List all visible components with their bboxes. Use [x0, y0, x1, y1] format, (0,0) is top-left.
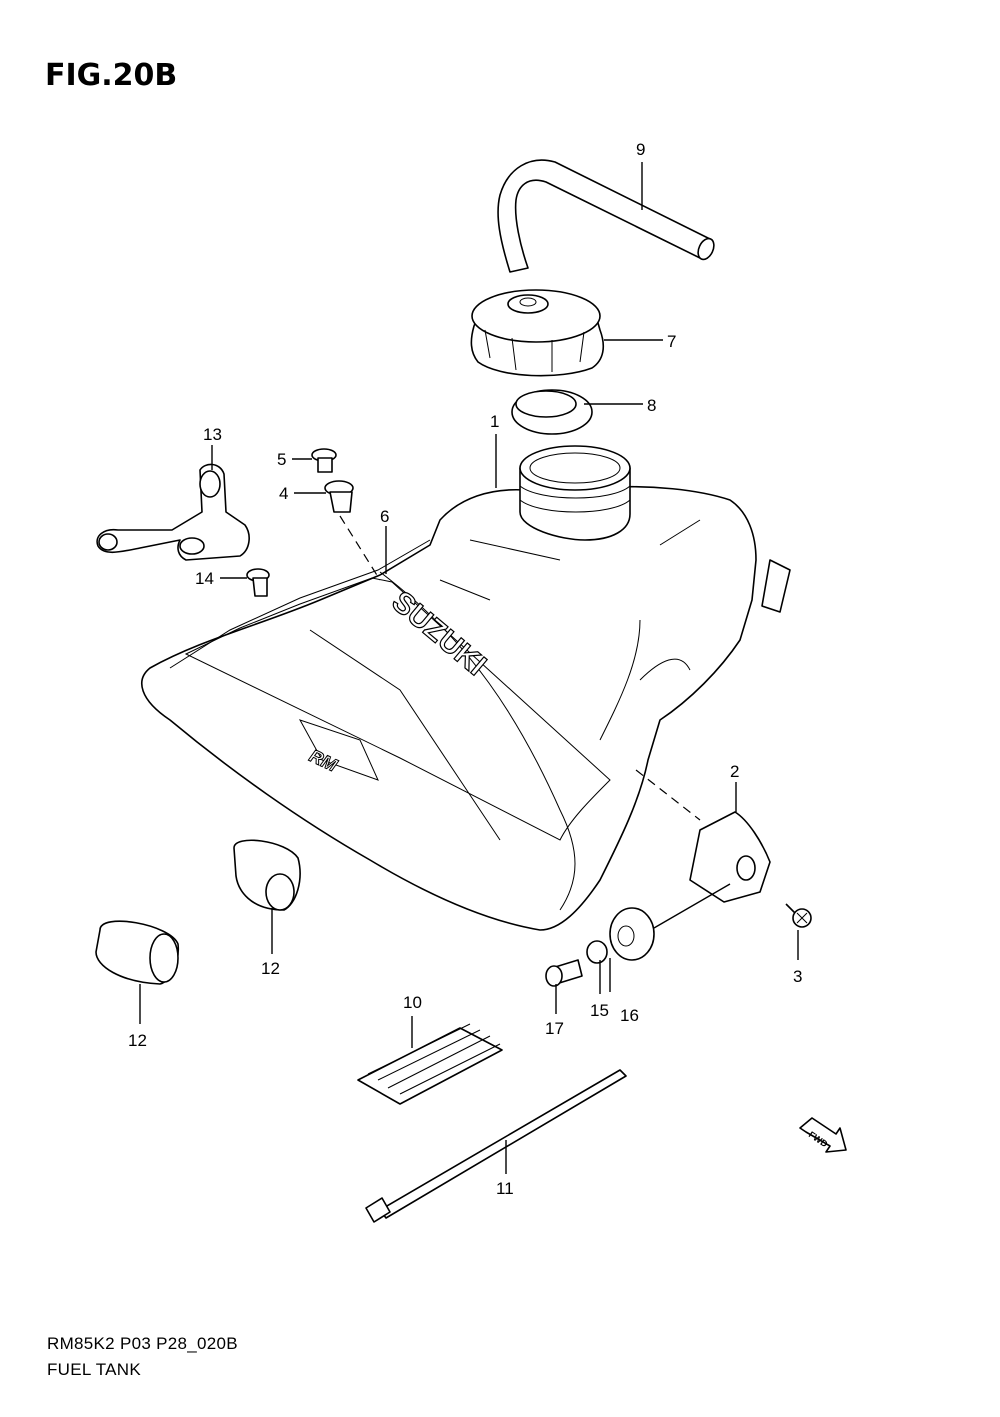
filler-gasket — [511, 389, 593, 435]
callout-1: 1 — [490, 412, 499, 431]
bracket — [96, 463, 250, 561]
assembly-line-4 — [339, 515, 381, 581]
callout-5: 5 — [277, 450, 286, 469]
cushion-12-front — [95, 920, 180, 985]
bolt-17 — [545, 959, 583, 987]
cable-tie — [365, 1069, 627, 1223]
callout-6: 6 — [380, 507, 389, 526]
cushion-16 — [609, 907, 655, 961]
callout-13: 13 — [203, 425, 222, 444]
screw-3 — [785, 903, 812, 928]
mount-bracket — [689, 811, 771, 903]
callout-7: 7 — [667, 332, 676, 351]
collar-4 — [324, 480, 354, 513]
callout-4: 4 — [279, 484, 288, 503]
cushion-12-rear — [233, 839, 301, 911]
callout-10: 10 — [403, 993, 422, 1012]
callout-15: 15 — [590, 1001, 609, 1020]
callout-14: 14 — [195, 569, 214, 588]
callout-3: 3 — [793, 967, 802, 986]
bolt-5 — [311, 448, 337, 473]
forward-arrow: FWD — [799, 1117, 847, 1153]
callout-11: 11 — [496, 1179, 514, 1198]
bolt-14 — [246, 568, 270, 597]
fuel-tank — [141, 445, 791, 931]
figure-name: FUEL TANK — [47, 1360, 142, 1379]
callout-8: 8 — [647, 396, 656, 415]
callout-12-rear: 12 — [261, 959, 280, 978]
fuel-cap — [470, 289, 605, 377]
collar-15 — [586, 940, 608, 964]
figure-code: RM85K2 P03 P28_020B — [47, 1334, 238, 1353]
leader-lines — [139, 162, 799, 1174]
assembly-line-2 — [635, 769, 701, 821]
damper-pad — [357, 1023, 503, 1105]
callout-16: 16 — [620, 1006, 639, 1025]
callout-17: 17 — [545, 1019, 564, 1038]
breather-hose — [497, 159, 715, 273]
figure-title: FIG.20B — [45, 58, 178, 93]
callout-9: 9 — [636, 140, 645, 159]
callout-12-front: 12 — [128, 1031, 147, 1050]
callout-2: 2 — [730, 762, 739, 781]
